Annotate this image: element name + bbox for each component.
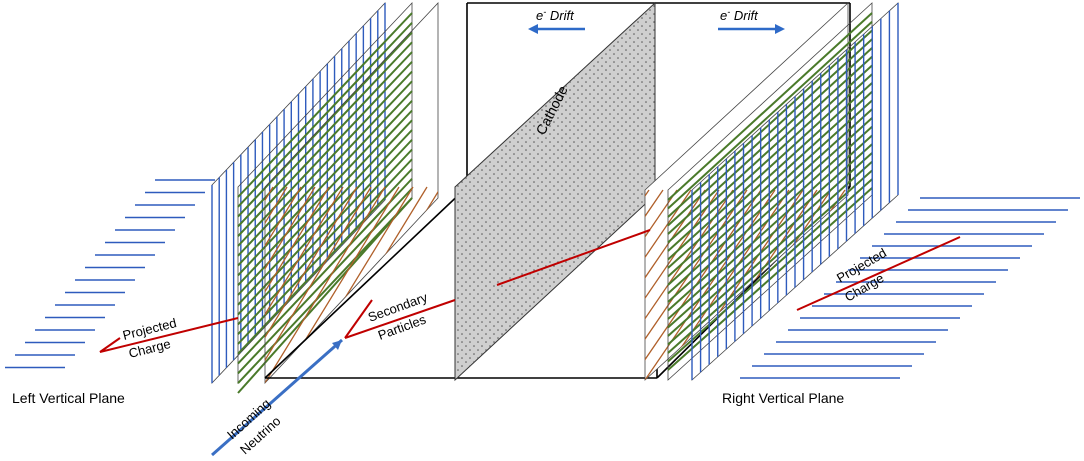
- left-plane-label: Left Vertical Plane: [12, 390, 125, 406]
- electron-superscript-left: -: [543, 7, 546, 17]
- induction-wire: [237, 139, 413, 326]
- drift-label-right: Drift: [734, 8, 759, 23]
- collection-wire: [645, 189, 678, 380]
- induction-wire: [237, 80, 413, 267]
- collection-wire: [645, 189, 692, 380]
- induction-wire: [237, 12, 413, 198]
- left-projection-wires: [5, 179, 215, 369]
- collection-wire: [645, 189, 748, 380]
- electron-superscript-right: -: [727, 7, 730, 17]
- induction-wire: [237, 148, 413, 335]
- collection-wire: [265, 186, 316, 383]
- collection-wire: [939, 190, 1069, 380]
- induction-wire: [237, 51, 413, 237]
- electron-symbol-right: e: [720, 8, 727, 23]
- svg-text:e- Drift: e- Drift: [720, 7, 759, 23]
- left-projected-label: Projected: [121, 315, 178, 343]
- induction-wire: [667, 21, 873, 210]
- collection-wire: [883, 190, 1013, 380]
- induction-wire: [237, 187, 413, 375]
- collection-wire: [645, 189, 776, 380]
- collection-wire: [897, 190, 1027, 380]
- induction-wire: [237, 197, 413, 384]
- electron-symbol-left: e: [536, 8, 543, 23]
- collection-wire: [265, 186, 386, 383]
- induction-wire: [237, 119, 413, 306]
- collection-wire: [265, 186, 330, 383]
- induction-wire: [237, 129, 413, 316]
- collection-wire: [911, 190, 1041, 380]
- collection-wire: [265, 186, 372, 383]
- induction-wire: [237, 22, 413, 208]
- track-secondary-kink: [344, 299, 373, 339]
- right-projected-charge-track: [796, 236, 961, 311]
- drift-label-left: Drift: [550, 8, 575, 23]
- right-vertical-wire-plane: [691, 2, 899, 381]
- induction-wire: [237, 61, 413, 247]
- collection-wire: [265, 186, 302, 383]
- collection-wire: [265, 186, 358, 383]
- collection-wire: [925, 190, 1055, 380]
- right-projection-wires: [740, 197, 1080, 379]
- svg-text:e- Drift: e- Drift: [536, 7, 575, 23]
- induction-wire: [237, 70, 413, 257]
- particle-tracks: [99, 229, 961, 353]
- cathode-plane: [454, 1, 656, 382]
- collection-wire: [645, 189, 706, 380]
- track-segment-center: [496, 229, 651, 286]
- neutrino-arrow: [211, 338, 343, 457]
- collection-wire: [645, 189, 720, 380]
- collection-wire: [265, 186, 344, 383]
- collection-wire: [265, 186, 288, 383]
- drift-arrow-right: [718, 24, 785, 34]
- left-wire-planes: [211, 1, 439, 394]
- left-projected-charge-track: [99, 317, 239, 353]
- induction-wire: [237, 31, 413, 218]
- track-segment-left: [344, 299, 456, 339]
- drift-arrow-left: [528, 24, 585, 34]
- induction-wire: [237, 197, 413, 394]
- right-plane-label: Right Vertical Plane: [722, 390, 844, 406]
- induction-wire: [667, 12, 873, 201]
- collection-wire: [869, 190, 999, 380]
- collection-wire: [953, 190, 1083, 380]
- neutrino-arrowhead: [332, 340, 342, 350]
- induction-wire: [237, 90, 413, 277]
